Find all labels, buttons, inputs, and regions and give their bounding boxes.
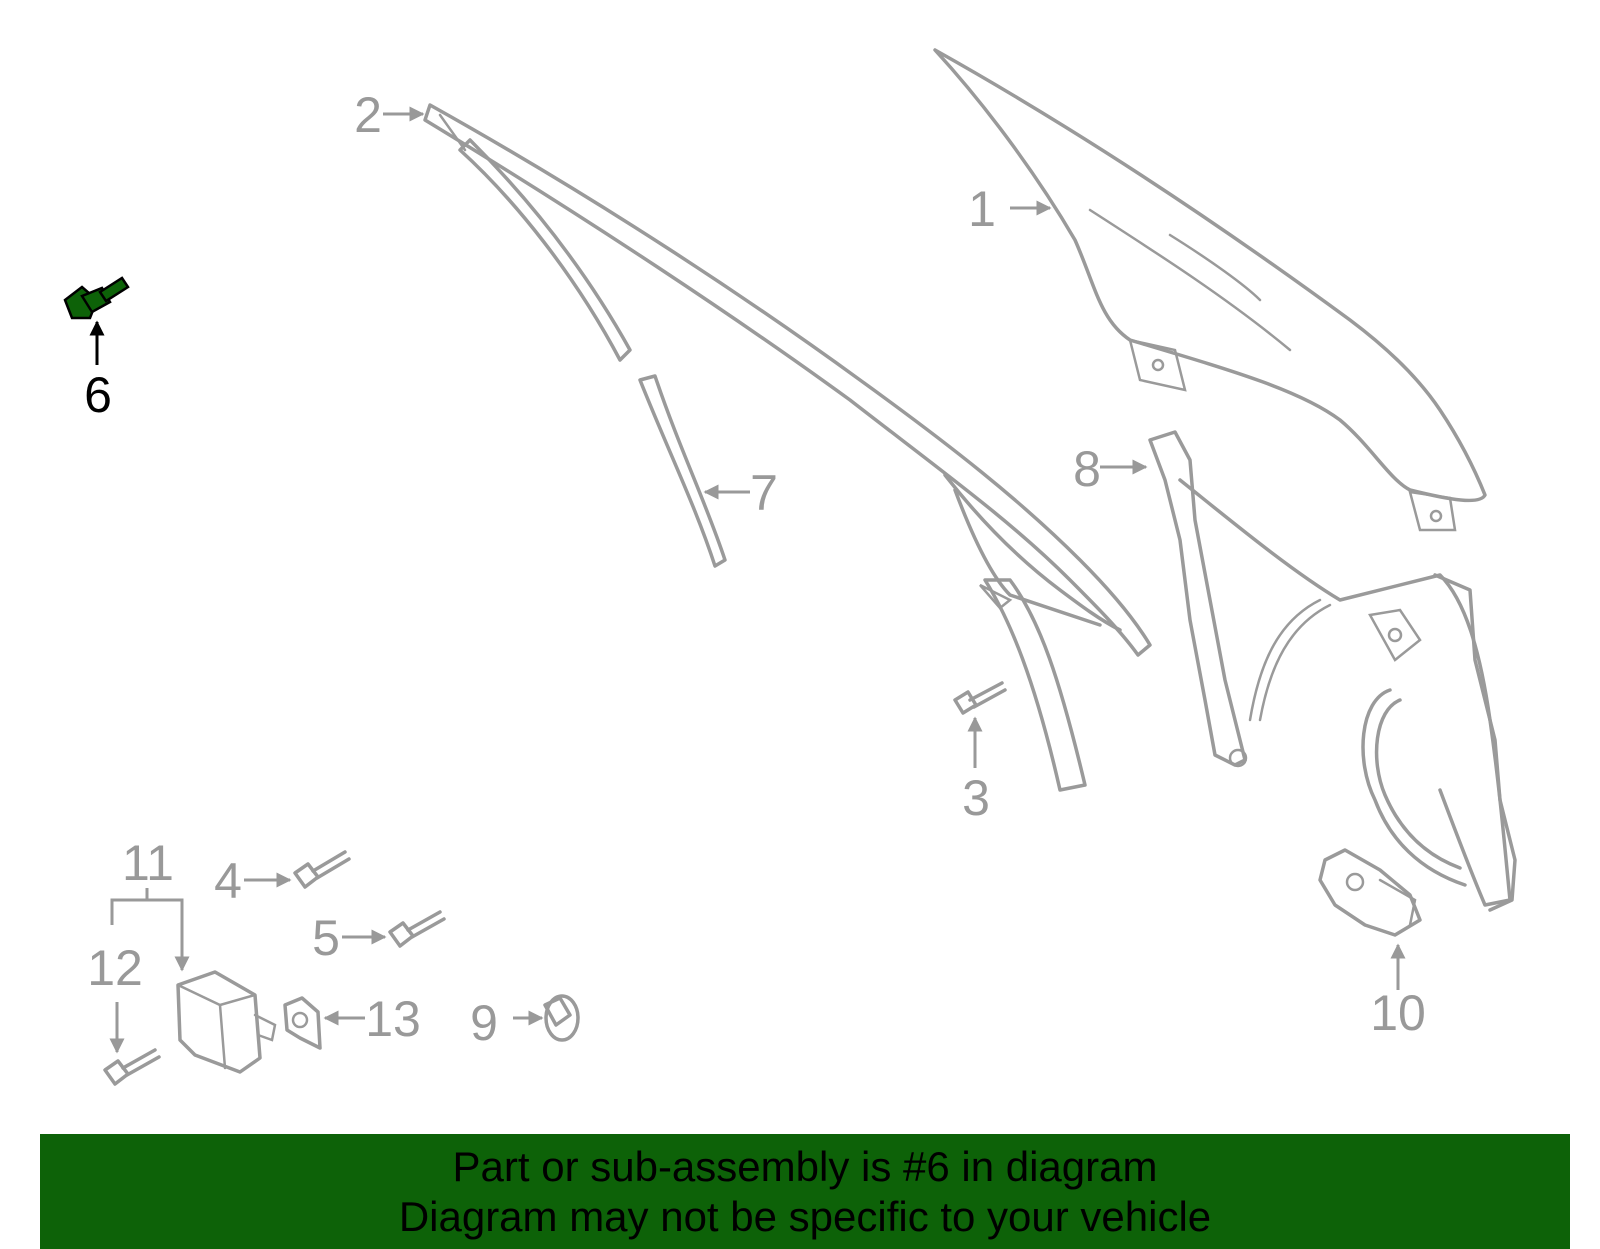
banner-line-1: Part or sub-assembly is #6 in diagram	[452, 1143, 1158, 1190]
part-1-door-glass[interactable]	[933, 48, 1487, 532]
part-8-window-regulator[interactable]	[1148, 430, 1517, 912]
part-10-regulator-motor[interactable]	[1318, 848, 1422, 937]
info-banner: Part or sub-assembly is #6 in diagram Di…	[40, 1134, 1570, 1249]
callout-13[interactable]: 13	[365, 991, 421, 1047]
callout-5[interactable]: 5	[312, 910, 340, 966]
callout-10[interactable]: 10	[1370, 985, 1426, 1041]
leader-lines	[89, 106, 1406, 1054]
part-9-nut[interactable]	[543, 994, 580, 1042]
part-3-bolt[interactable]	[953, 681, 1007, 715]
part-4-bolt[interactable]	[293, 850, 351, 889]
callout-6[interactable]: 6	[84, 367, 112, 423]
banner-line-2: Diagram may not be specific to your vehi…	[398, 1193, 1212, 1240]
callout-3[interactable]: 3	[962, 770, 990, 826]
callout-11[interactable]: 11	[122, 835, 174, 891]
part-13-clip[interactable]	[283, 996, 322, 1050]
callout-8[interactable]: 8	[1073, 441, 1101, 497]
parts-diagram: 1 2 3 4 5 6 7 8 9 10 11 12 13	[63, 48, 1517, 1086]
part-5-bolt[interactable]	[388, 910, 446, 948]
callout-4[interactable]: 4	[214, 853, 242, 909]
part-6-bolt-highlighted[interactable]	[63, 276, 130, 320]
part-2-run-channel[interactable]	[423, 103, 1152, 792]
part-7-division-bar[interactable]	[638, 374, 727, 568]
callout-2[interactable]: 2	[354, 87, 382, 143]
callout-1[interactable]: 1	[968, 181, 996, 237]
callout-9[interactable]: 9	[470, 995, 498, 1051]
callout-12[interactable]: 12	[87, 940, 143, 996]
part-12-bolt[interactable]	[103, 1048, 161, 1086]
callout-labels: 1 2 3 4 5 6 7 8 9 10 11 12 13	[84, 87, 1426, 1051]
part-11-control-module[interactable]	[176, 970, 277, 1074]
callout-7[interactable]: 7	[750, 465, 778, 521]
